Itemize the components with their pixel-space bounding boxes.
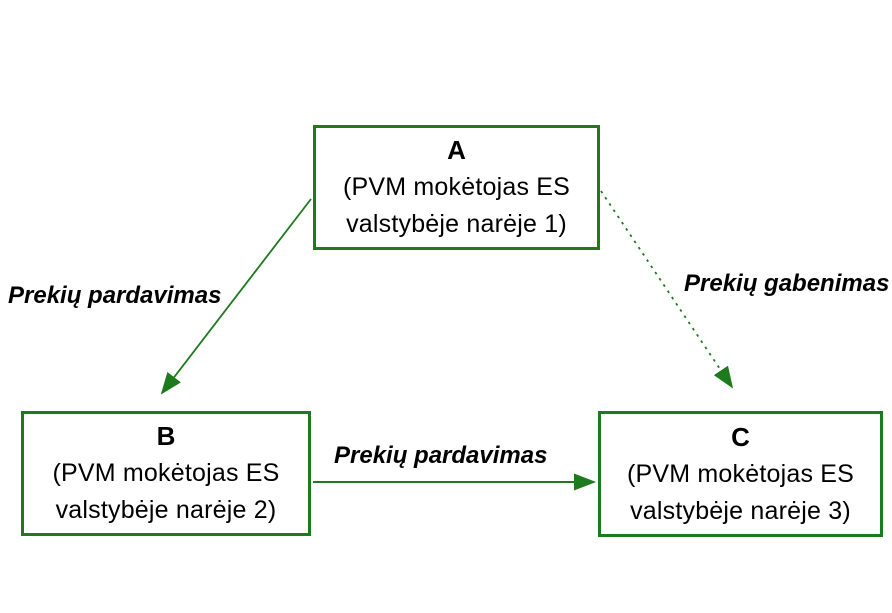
node-B: B (PVM mokėtojas ES valstybėje narėje 2) <box>21 411 311 536</box>
node-A-letter: A <box>447 135 466 165</box>
edge-a-to-c-label: Prekių gabenimas <box>684 270 890 297</box>
node-B-letter: B <box>156 421 176 451</box>
node-A-sublabel: (PVM mokėtojas ES valstybėje narėje 1) <box>342 173 571 238</box>
node-C-letter: C <box>731 421 750 452</box>
node-C-sublabel: (PVM mokėtojas ES valstybėje narėje 3) <box>626 459 855 525</box>
edge-a-to-b-label: Prekių pardavimas <box>8 282 222 309</box>
node-B-sublabel: (PVM mokėtojas ES valstybėje narėje 2) <box>52 459 280 524</box>
node-C: C (PVM mokėtojas ES valstybėje narėje 3) <box>598 411 883 537</box>
edge-b-to-c-label: Prekių pardavimas <box>334 442 548 469</box>
node-A: A (PVM mokėtojas ES valstybėje narėje 1) <box>313 125 600 250</box>
